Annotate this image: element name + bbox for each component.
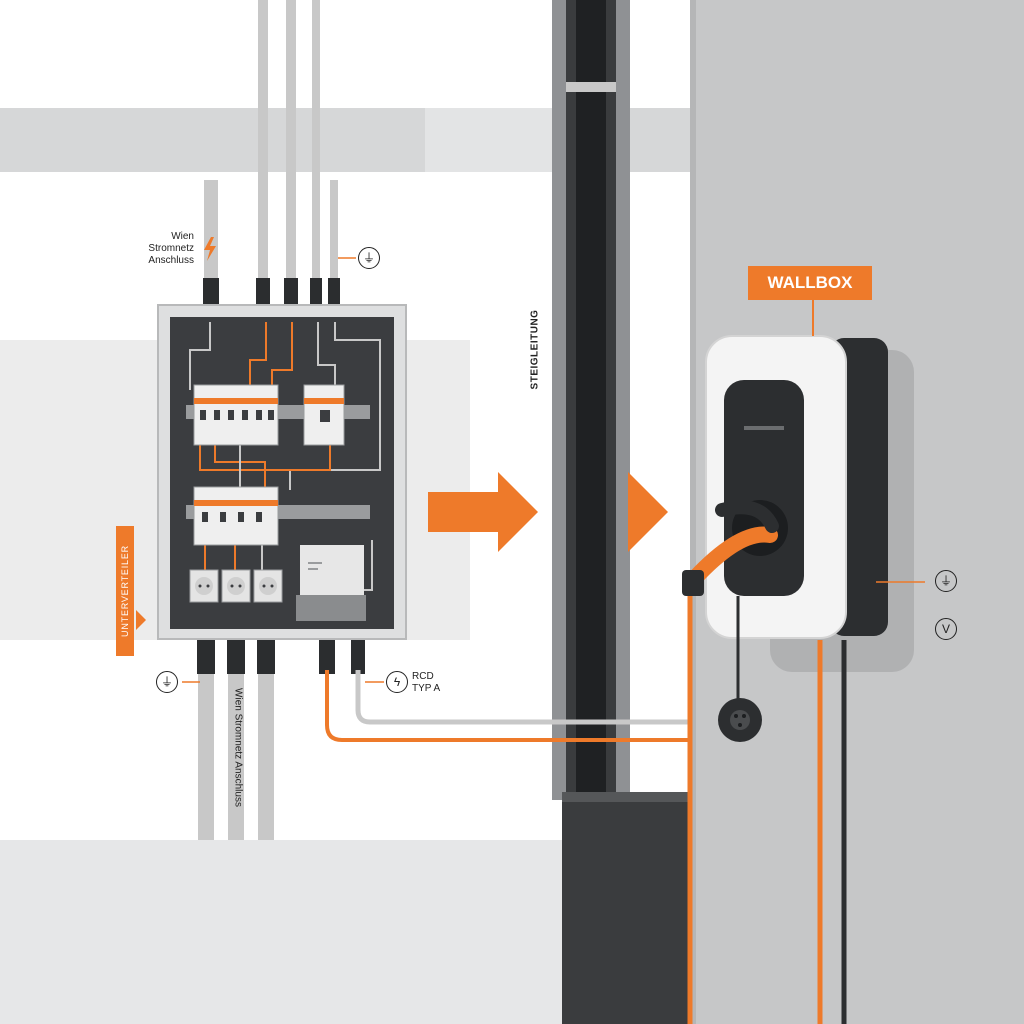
charging-plug-icon: [682, 500, 847, 1024]
lightning-icon: ϟ: [386, 671, 408, 693]
grid-connection-label: Wien Stromnetz Anschluss: [118, 231, 194, 267]
wallbox-label: WALLBOX: [748, 266, 872, 300]
panel-top-glands: [203, 278, 340, 308]
riser-label: STEIGLEITUNG: [529, 309, 541, 390]
wall-edge: [690, 0, 696, 1024]
ground-icon: ⏚: [935, 570, 957, 592]
grid-connection-bottom-label: Wien Stromnetz Anschluss: [232, 688, 244, 807]
grid-connection-line-3: Anschluss: [148, 255, 194, 266]
subdistribution-pointer: [136, 610, 146, 630]
bottom-cables: [197, 640, 690, 840]
lightning-icon: [204, 237, 216, 261]
rcd-line-1: RCD: [412, 671, 434, 682]
rcd-label: RCD TYP A: [412, 671, 440, 695]
riser-column: [552, 0, 690, 1024]
grid-connection-line-2: Stromnetz: [148, 243, 194, 254]
socket-icon: [189, 569, 283, 603]
ground-icon: ⏚: [156, 671, 178, 693]
subdistribution-label: UNTERVERTEILER: [116, 526, 134, 656]
distribution-panel: [157, 304, 407, 640]
top-conduits: [204, 0, 338, 280]
leader-lines: [182, 257, 384, 683]
voltage-icon: V: [935, 618, 957, 640]
grid-connection-line-1: Wien: [171, 231, 194, 242]
arrow-right-icon: [428, 472, 668, 552]
rcd-line-2: TYP A: [412, 683, 441, 694]
ground-icon: ⏚: [358, 247, 380, 269]
ceiling-beam-highlight: [425, 108, 555, 172]
